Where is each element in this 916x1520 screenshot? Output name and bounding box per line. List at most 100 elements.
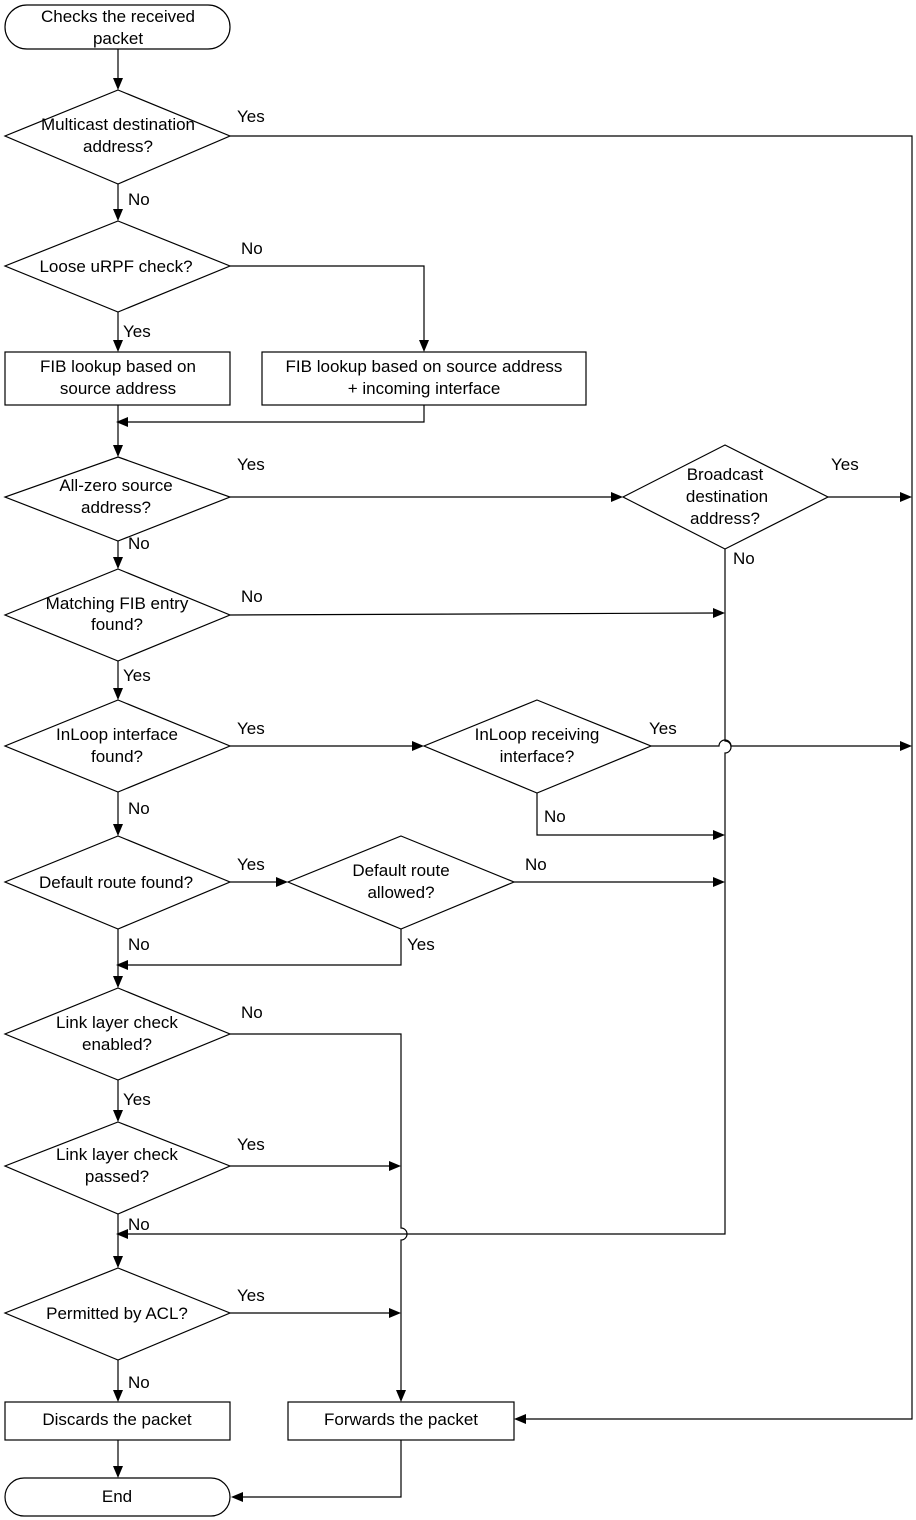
arrowhead	[276, 877, 288, 887]
connectors	[117, 49, 913, 1498]
fib-match-label-line1: Matching FIB entry	[46, 594, 189, 613]
arrowhead	[396, 1390, 406, 1402]
fib-match-decision	[3, 568, 232, 662]
default-allowed-label-line2: allowed?	[367, 883, 434, 902]
arrowhead	[113, 340, 123, 352]
acl-decision	[3, 1267, 232, 1361]
default-route-allowed-decision	[286, 835, 516, 930]
branch-yes-label: Yes	[123, 1090, 151, 1109]
multicast-label-line2: address?	[83, 137, 153, 156]
arrowhead	[713, 877, 725, 887]
connector-inloop-rx-yes	[651, 739, 904, 747]
multicast-label-line1: Multicast destination	[41, 115, 195, 134]
branch-no-label: No	[241, 587, 263, 606]
branch-no-label: No	[544, 807, 566, 826]
arrowhead	[514, 1414, 526, 1424]
connector-mcast-yes	[230, 135, 913, 1420]
arrowhead	[113, 976, 123, 988]
branch-yes-label: Yes	[237, 1135, 265, 1154]
all-zero-label-line1: All-zero source	[59, 476, 172, 495]
start-terminator	[4, 4, 231, 50]
end-label: End	[102, 1487, 132, 1506]
inloop-label-line2: found?	[91, 747, 143, 766]
link-passed-label-line2: passed?	[85, 1167, 149, 1186]
arrowhead	[113, 209, 123, 221]
arrowhead	[113, 1256, 123, 1268]
loose-urpf-decision	[3, 220, 232, 313]
connector-loose-no	[230, 265, 425, 344]
shapes	[3, 4, 830, 1517]
arrowhead	[116, 960, 128, 970]
arrowhead	[113, 557, 123, 569]
branch-yes-label: Yes	[831, 455, 859, 474]
inloop-rx-label-line2: interface?	[500, 747, 575, 766]
branch-no-label: No	[241, 1003, 263, 1022]
branch-yes-label: Yes	[237, 719, 265, 738]
arrowhead	[713, 830, 725, 840]
default-allowed-label-line1: Default route	[352, 861, 449, 880]
branch-yes-label: Yes	[237, 455, 265, 474]
fib-source-if-label-line1: FIB lookup based on source address	[286, 357, 563, 376]
broadcast-label-line1: Broadcast	[687, 465, 764, 484]
connector-forward-end	[239, 1440, 402, 1498]
branch-no-label: No	[733, 549, 755, 568]
fib-match-label-line2: found?	[91, 615, 143, 634]
default-route-found-decision	[3, 835, 232, 930]
inloop-receiving-decision	[422, 699, 653, 794]
start-label-line2: packet	[93, 29, 143, 48]
branch-yes-label: Yes	[649, 719, 677, 738]
arrowhead	[116, 1229, 128, 1239]
broadcast-label-line2: destination	[686, 487, 768, 506]
arrowhead	[419, 340, 429, 352]
arrowhead	[113, 78, 123, 90]
fib-lookup-source-box	[4, 351, 231, 406]
branch-yes-label: Yes	[237, 107, 265, 126]
branch-no-label: No	[128, 534, 150, 553]
arrowhead	[713, 608, 725, 618]
arrowhead	[900, 492, 912, 502]
broadcast-label-line3: address?	[690, 509, 760, 528]
connector-inloop-rx-no	[536, 793, 717, 836]
arrowhead	[113, 1390, 123, 1402]
inloop-label-line1: InLoop interface	[56, 725, 178, 744]
discard-label: Discards the packet	[42, 1410, 192, 1429]
arrowhead	[113, 688, 123, 700]
acl-label: Permitted by ACL?	[46, 1304, 188, 1323]
connector-fibsrcif-merge	[126, 405, 425, 423]
arrowhead	[389, 1308, 401, 1318]
link-layer-passed-decision	[3, 1121, 232, 1215]
arrowhead	[113, 445, 123, 457]
branch-no-label: No	[128, 1373, 150, 1392]
arrowhead	[412, 741, 424, 751]
branch-no-label: No	[128, 1215, 150, 1234]
arrowhead	[611, 492, 623, 502]
discard-box	[4, 1401, 231, 1441]
default-route-found-label: Default route found?	[39, 873, 193, 892]
all-zero-label-line2: address?	[81, 498, 151, 517]
arrowhead	[116, 417, 128, 427]
broadcast-decision	[621, 444, 830, 550]
inloop-rx-label-line1: InLoop receiving	[475, 725, 600, 744]
branch-yes-label: Yes	[123, 322, 151, 341]
loose-urpf-label: Loose uRPF check?	[39, 257, 192, 276]
fib-source-if-label-line2: + incoming interface	[348, 379, 501, 398]
branch-no-label: No	[525, 855, 547, 874]
start-label-line1: Checks the received	[41, 7, 195, 26]
fib-source-label-line2: source address	[60, 379, 176, 398]
inloop-found-decision	[3, 699, 232, 793]
link-passed-label-line1: Link layer check	[56, 1145, 178, 1164]
forward-box	[287, 1401, 515, 1441]
all-zero-source-decision	[3, 456, 232, 542]
link-layer-enabled-decision	[3, 987, 232, 1081]
connector-fibmatch-no	[229, 612, 718, 616]
arrowhead	[389, 1161, 401, 1171]
branch-no-label: No	[241, 239, 263, 258]
node-labels: Checks the received packet Multicast des…	[39, 7, 768, 1506]
connector-llen-no	[230, 1033, 408, 1394]
connector-bcast-no-rail	[126, 549, 732, 1235]
connector-defallow-yes	[126, 929, 402, 966]
forward-label: Forwards the packet	[324, 1410, 478, 1429]
branch-yes-label: Yes	[123, 666, 151, 685]
branch-no-label: No	[128, 190, 150, 209]
